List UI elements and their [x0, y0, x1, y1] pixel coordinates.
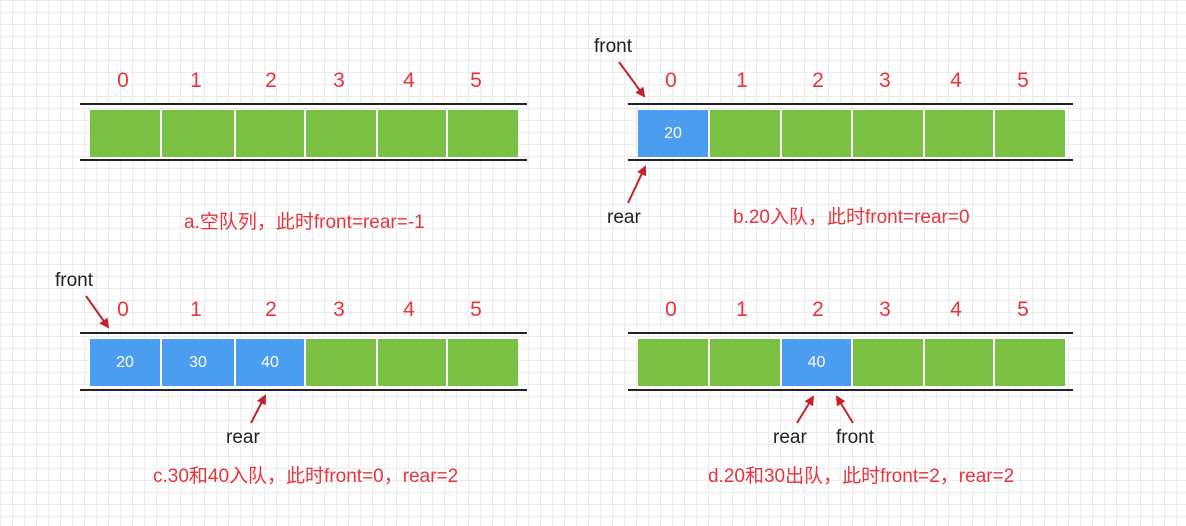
panel-b-cell-2: [780, 110, 851, 157]
panel-c-top-line: [80, 332, 527, 334]
panel-d-index-0: 0: [665, 298, 677, 321]
panel-a-top-line: [80, 103, 527, 105]
panel-a-cell-3: [304, 110, 376, 157]
panel-c-cell-4: [376, 339, 446, 386]
panel-a-cell-5: [446, 110, 518, 157]
panel-d-index-2: 2: [812, 298, 824, 321]
panel-a-cell-1: [160, 110, 234, 157]
panel-c-index-2: 2: [265, 298, 277, 321]
panel-b-cell-0: 20: [638, 110, 708, 157]
panel-d-rear-arrow: [796, 395, 815, 424]
panel-b-cell-4: [923, 110, 993, 157]
panel-a-index-0: 0: [117, 69, 129, 92]
panel-a-bottom-line: [80, 159, 527, 161]
panel-c-cell-2: 40: [234, 339, 304, 386]
panel-d-index-3: 3: [879, 298, 891, 321]
panel-a-index-1: 1: [190, 69, 202, 92]
panel-d-cell-2: 40: [780, 339, 851, 386]
panel-b-front-arrow: [618, 61, 646, 98]
panel-a-index-5: 5: [470, 69, 482, 92]
panel-c-rear-arrow: [250, 394, 266, 424]
panel-c-front-arrow: [85, 295, 110, 329]
panel-c-front-label: front: [55, 270, 94, 291]
panel-c-bottom-line: [80, 389, 527, 391]
panel-c-cell-0: 20: [90, 339, 160, 386]
panel-b-cell-3: [851, 110, 923, 157]
panel-b-index-3: 3: [879, 69, 891, 92]
panel-d-index-4: 4: [950, 298, 962, 321]
panel-a-index-4: 4: [403, 69, 415, 92]
panel-c-index-5: 5: [470, 298, 482, 321]
panel-d-index-1: 1: [736, 298, 748, 321]
panel-b-index-1: 1: [736, 69, 748, 92]
panel-a-cell-2: [234, 110, 304, 157]
panel-d-cell-1: [708, 339, 780, 386]
panel-b-rear-arrow: [627, 165, 647, 204]
panel-d-bottom-line: [628, 389, 1073, 391]
panel-b-front-label: front: [594, 36, 633, 57]
panel-b-caption: b.20入队，此时front=rear=0: [733, 207, 970, 228]
panel-a-index-2: 2: [265, 69, 277, 92]
panel-c-caption: c.30和40入队，此时front=0，rear=2: [153, 466, 459, 487]
panel-a-caption: a.空队列，此时front=rear=-1: [184, 212, 425, 233]
panel-c-index-3: 3: [333, 298, 345, 321]
panel-d-cell-5: [993, 339, 1065, 386]
panel-b-bottom-line: [628, 159, 1073, 161]
panel-b-cell-5: [993, 110, 1065, 157]
panel-c-rear-label: rear: [226, 427, 260, 448]
panel-d-cell-4: [923, 339, 993, 386]
panel-d-front-label: front: [836, 427, 875, 448]
panel-c-cell-5: [446, 339, 518, 386]
panel-d-caption: d.20和30出队，此时front=2，rear=2: [708, 466, 1015, 487]
panel-b-top-line: [628, 103, 1073, 105]
panel-d-cell-0: [638, 339, 708, 386]
panel-b-index-2: 2: [812, 69, 824, 92]
panel-b-cell-1: [708, 110, 780, 157]
panel-d-cell-3: [851, 339, 923, 386]
panel-d-front-arrow: [835, 395, 854, 424]
panel-d-rear-label: rear: [773, 427, 807, 448]
panel-c-index-1: 1: [190, 298, 202, 321]
panel-c-cell-1: 30: [160, 339, 234, 386]
panel-a-index-3: 3: [333, 69, 345, 92]
panel-a-cell-4: [376, 110, 446, 157]
panel-b-rear-label: rear: [607, 207, 641, 228]
panel-c-index-0: 0: [117, 298, 129, 321]
panel-a-cell-0: [90, 110, 160, 157]
panel-d-index-5: 5: [1017, 298, 1029, 321]
panel-d-top-line: [628, 332, 1073, 334]
panel-b-index-5: 5: [1017, 69, 1029, 92]
panel-c-cell-3: [304, 339, 376, 386]
panel-b-index-4: 4: [950, 69, 962, 92]
panel-b-index-0: 0: [665, 69, 677, 92]
panel-c-index-4: 4: [403, 298, 415, 321]
